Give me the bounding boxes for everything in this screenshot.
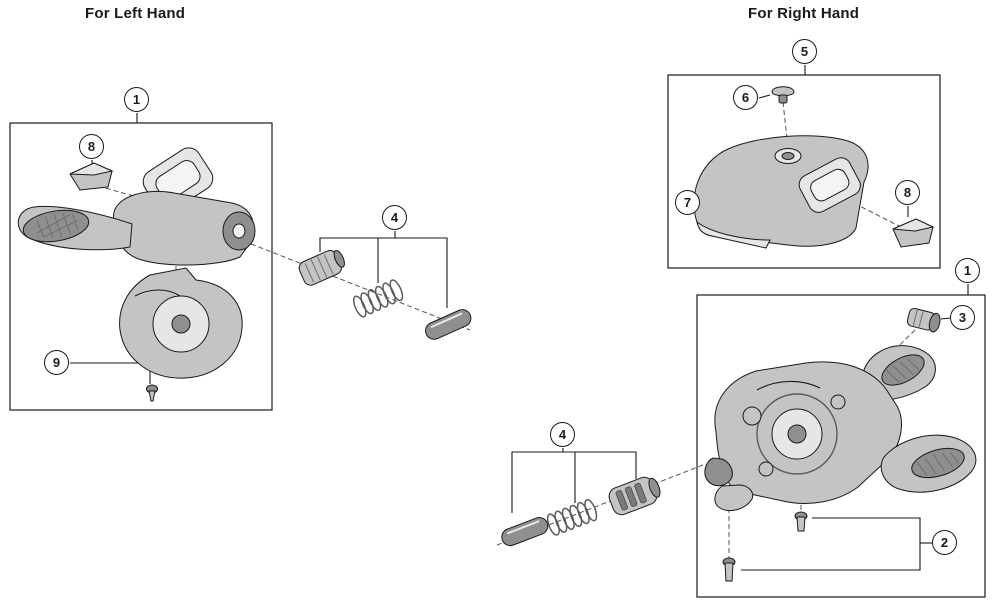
right-clamp-band	[798, 157, 861, 213]
right-cover-unit	[667, 65, 941, 269]
left-bracket-cover	[119, 267, 243, 379]
left-spring	[352, 279, 404, 318]
right-pin	[501, 516, 549, 547]
callout-left-8: 8	[79, 134, 104, 159]
left-shifter-body	[112, 191, 256, 266]
right-hand-heading: For Right Hand	[748, 5, 860, 22]
callout-right-1: 1	[955, 258, 980, 283]
right-base-unit	[496, 284, 986, 598]
left-cable-fixing	[298, 249, 345, 286]
left-lever-grip-pad	[22, 209, 90, 243]
right-shifter-base	[704, 345, 977, 512]
left-unit	[9, 113, 472, 411]
right-cover-bolt	[771, 86, 795, 104]
callout-right-6: 6	[733, 85, 758, 110]
callout-right-4: 4	[550, 422, 575, 447]
callout-right-5: 5	[792, 39, 817, 64]
right-base-leader-lines	[511, 284, 969, 571]
right-cover-box	[667, 74, 941, 269]
right-upper-cover	[693, 135, 869, 249]
right-clamp-nut	[892, 218, 935, 248]
right-cable-adjuster	[906, 307, 941, 333]
left-shift-lever	[17, 205, 133, 251]
right-spring	[546, 499, 598, 536]
left-cover-screw	[146, 384, 158, 402]
left-pin	[425, 309, 472, 340]
right-upper-lever-grip	[881, 354, 925, 386]
callout-left-9: 9	[44, 350, 69, 375]
left-clamp-nut	[69, 162, 114, 191]
left-hand-heading: For Left Hand	[85, 5, 186, 22]
callout-left-4: 4	[382, 205, 407, 230]
right-lower-lever-grip	[911, 447, 965, 479]
right-fixing-screw-top	[794, 511, 808, 532]
callout-right-2: 2	[932, 530, 957, 555]
right-assembly-box	[696, 294, 986, 598]
left-assembly-box	[9, 122, 273, 411]
callout-left-1: 1	[124, 87, 149, 112]
right-cable-fixing	[608, 476, 661, 516]
callout-right-7: 7	[675, 190, 700, 215]
right-fixing-screw-bottom	[722, 557, 736, 582]
callout-right-3: 3	[950, 305, 975, 330]
callout-right-8: 8	[895, 180, 920, 205]
